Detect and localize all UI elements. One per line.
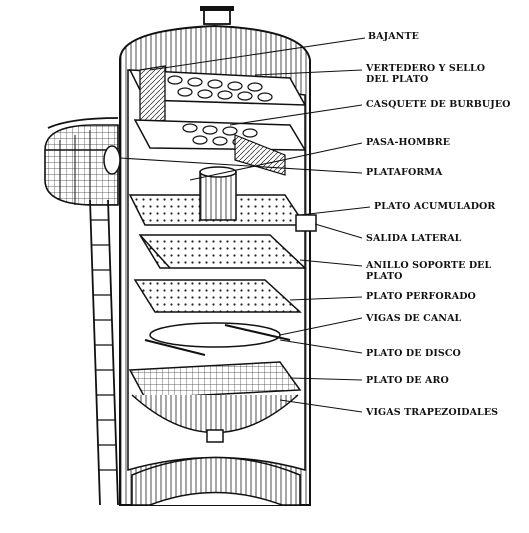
label-salida-lateral: SALIDA LATERAL bbox=[366, 233, 462, 244]
bubble-cap-tray-upper bbox=[128, 65, 307, 126]
label-plato-acumulador: PLATO ACUMULADOR bbox=[374, 201, 496, 212]
label-plato-disco: PLATO DE DISCO bbox=[366, 348, 461, 359]
label-pasa-hombre: PASA-HOMBRE bbox=[366, 137, 451, 148]
bubble-cap-tray-lower bbox=[133, 119, 307, 176]
ring-tray bbox=[128, 361, 302, 399]
accumulator-tray bbox=[128, 166, 317, 232]
manhole bbox=[103, 145, 121, 175]
label-anillo-soporte: ANILLO SOPORTE DEL PLATO bbox=[366, 260, 492, 282]
label-bajante: BAJANTE bbox=[368, 31, 419, 42]
label-vigas-canal: VIGAS DE CANAL bbox=[366, 313, 462, 324]
bottom-head bbox=[131, 394, 299, 443]
label-plataforma: PLATAFORMA bbox=[366, 167, 443, 178]
label-plato-perforado: PLATO PERFORADO bbox=[366, 291, 476, 302]
riser-chimney bbox=[199, 171, 237, 221]
perforated-tray-lower bbox=[133, 279, 302, 313]
side-outlet bbox=[295, 214, 317, 232]
leader-lines bbox=[119, 37, 371, 413]
label-vigas-trapezoidales: VIGAS TRAPEZOIDALES bbox=[366, 407, 499, 418]
label-plato-aro: PLATO DE ARO bbox=[366, 375, 449, 386]
label-vertedero: VERTEDERO Y SELLO DEL PLATO bbox=[366, 63, 486, 85]
label-casquete: CASQUETE DE BURBUJEO bbox=[366, 99, 511, 110]
ladder bbox=[89, 199, 119, 506]
perforated-tray-upper bbox=[138, 234, 307, 269]
